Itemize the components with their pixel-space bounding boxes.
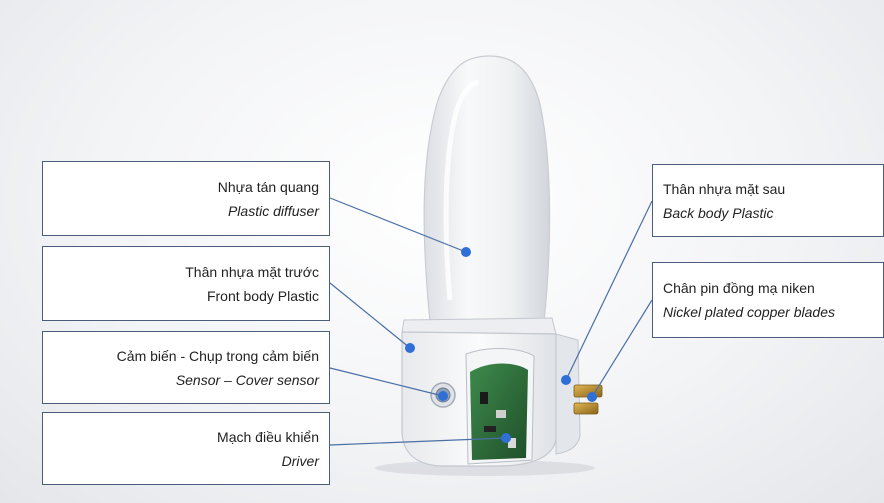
callout-back-body-en: Back body Plastic <box>663 204 774 221</box>
leader-dot-driver <box>501 433 511 443</box>
callout-diffuser-en: Plastic diffuser <box>227 202 319 219</box>
callout-front-body: Thân nhựa mặt trước Front body Plastic <box>42 246 330 321</box>
pcb-component <box>480 392 488 404</box>
callout-front-body-en: Front body Plastic <box>206 287 319 304</box>
callout-sensor: Cảm biến - Chụp trong cảm biến Sensor – … <box>42 331 330 404</box>
callout-blades: Chân pin đồng mạ niken Nickel plated cop… <box>652 262 884 338</box>
diffuser-shape <box>423 55 551 323</box>
leader-line-blades <box>591 299 653 398</box>
leader-dot-diffuser <box>461 247 471 257</box>
pcb-component <box>484 426 496 432</box>
pcb-component <box>508 438 516 448</box>
leader-line-diffuser <box>329 197 467 253</box>
leader-dot-sensor <box>438 391 448 401</box>
callout-blades-en: Nickel plated copper blades <box>663 304 835 320</box>
leader-dot-back-body <box>561 375 571 385</box>
callout-driver-en: Driver <box>281 452 319 469</box>
callout-back-body: Thân nhựa mặt sau Back body Plastic <box>652 164 884 237</box>
callout-back-body-vi: Thân nhựa mặt sau <box>663 180 786 197</box>
callout-driver: Mạch điều khiển Driver <box>42 412 330 485</box>
callout-diffuser: Nhựa tán quang Plastic diffuser <box>42 161 330 236</box>
leader-line-sensor <box>329 367 444 397</box>
leader-line-back-body <box>565 200 653 381</box>
pcb-component <box>496 410 506 418</box>
leader-line-front-body <box>329 282 411 349</box>
callout-diffuser-vi: Nhựa tán quang <box>217 178 319 195</box>
leader-line-driver <box>329 437 507 446</box>
leader-dot-front-body <box>405 343 415 353</box>
callout-driver-vi: Mạch điều khiển <box>217 428 319 445</box>
callout-sensor-vi: Cảm biến - Chụp trong cảm biến <box>116 347 319 364</box>
diffuser-highlight <box>443 79 479 301</box>
leader-dot-blades <box>587 392 597 402</box>
blade-bottom <box>573 402 599 415</box>
callout-sensor-en: Sensor – Cover sensor <box>175 371 319 388</box>
callout-front-body-vi: Thân nhựa mặt trước <box>185 263 319 280</box>
front-body-top <box>401 317 557 335</box>
callout-blades-vi: Chân pin đồng mạ niken <box>663 280 815 296</box>
